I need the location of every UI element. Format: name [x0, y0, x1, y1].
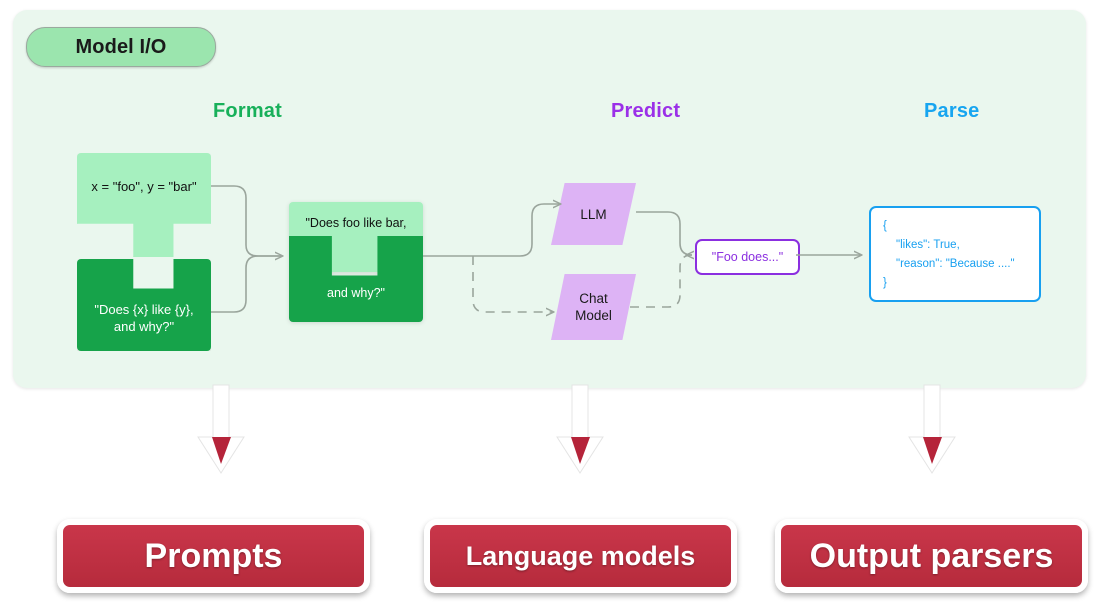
parsed-output-box: { "likes": True, "reason": "Because ....… [869, 206, 1041, 302]
model-shape-chat-model: Chat Model [551, 274, 636, 340]
model-label-chat-model: Chat Model [575, 291, 612, 323]
column-heading-predict: Predict [611, 100, 681, 122]
json-line-close-brace: } [883, 277, 887, 289]
variables-text: x = "foo", y = "bar" [91, 179, 197, 194]
down-arrow-prompts [197, 384, 245, 474]
footer-button-language-models[interactable]: Language models [424, 519, 737, 593]
json-line-likes: "likes": True, [896, 239, 960, 251]
json-line-open-brace: { [883, 220, 887, 232]
template-text: "Does {x} like {y}, and why?" [94, 302, 194, 334]
down-arrow-output-parsers [908, 384, 956, 474]
column-heading-format: Format [213, 100, 282, 122]
footer-button-output-parsers[interactable]: Output parsers [775, 519, 1088, 593]
model-shape-llm: LLM [551, 183, 636, 245]
model-label-llm: LLM [580, 206, 607, 222]
column-heading-parse: Parse [924, 100, 980, 122]
footer-button-prompts[interactable]: Prompts [57, 519, 370, 593]
combined-prompt-line-1: "Does foo like bar, [305, 216, 407, 230]
json-line-reason: "reason": "Because ...." [896, 258, 1015, 270]
completion-box: "Foo does..." [695, 239, 800, 275]
combined-prompt-line-2: and why?" [327, 286, 385, 300]
model-io-badge: Model I/O [26, 27, 216, 67]
down-arrow-language-models [556, 384, 604, 474]
puzzle-piece-combined-prompt: "Does foo like bar, and why?" [289, 202, 423, 322]
